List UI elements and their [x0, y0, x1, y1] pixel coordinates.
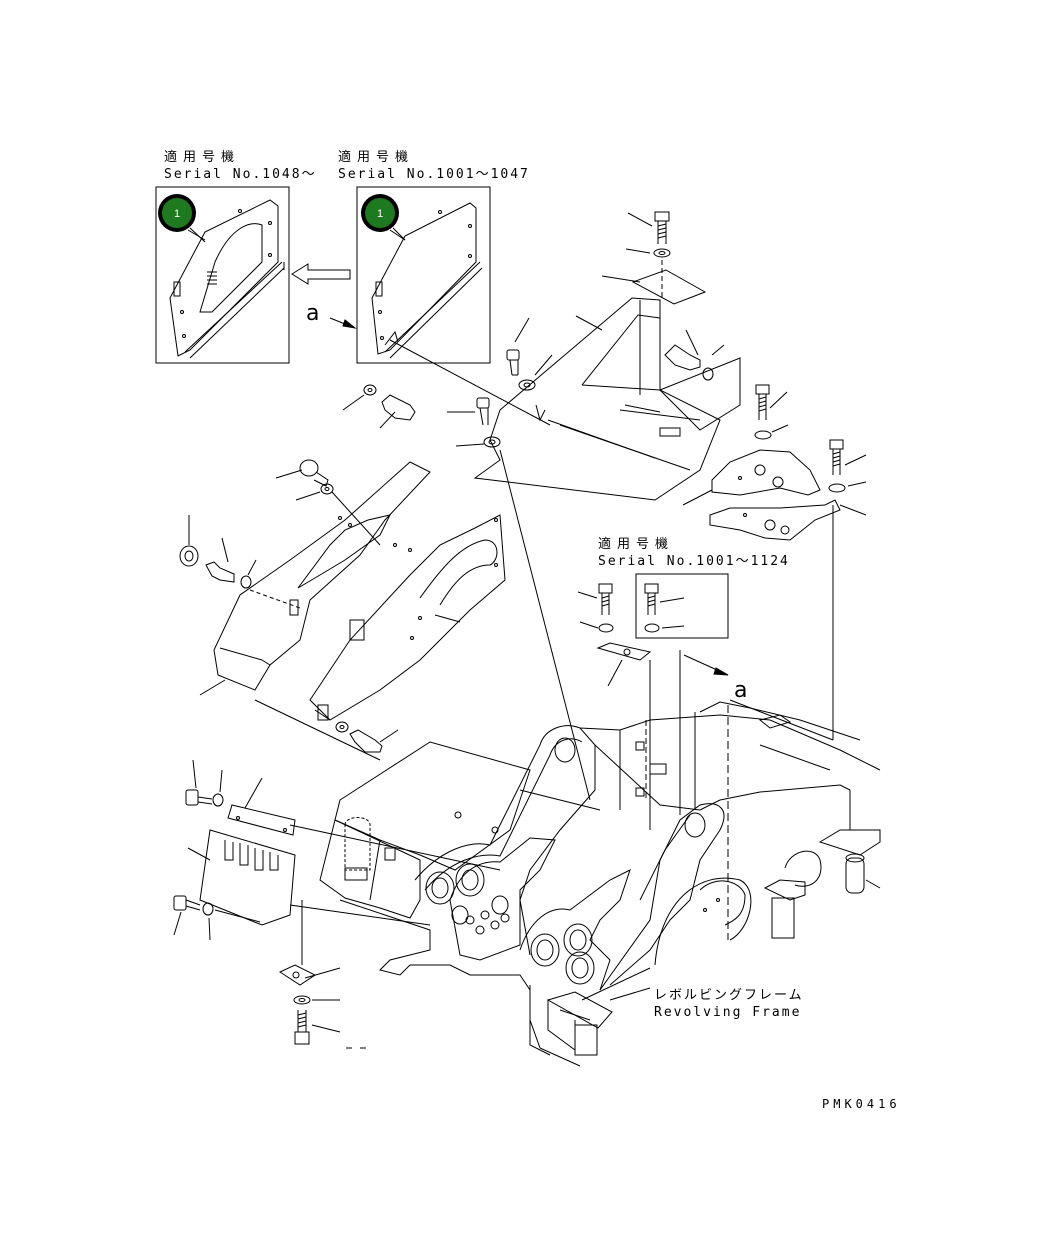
inset2-serial: Serial No.1001～1047: [338, 167, 530, 182]
callout-1-a-label: 1: [174, 208, 180, 220]
drawing-code: PMK0416: [822, 1097, 901, 1111]
top-cover-assembly: [343, 212, 740, 800]
callout-1-a[interactable]: 1: [158, 194, 205, 242]
inset2-title: 適用号機: [338, 150, 415, 165]
frame-label-en: Revolving Frame: [654, 1005, 802, 1020]
inset1-serial: Serial No.1048～: [164, 167, 317, 182]
inset-box-3: [578, 574, 728, 800]
inset1-title: 適用号機: [164, 150, 241, 165]
revolving-frame: [320, 702, 880, 1066]
inset3-serial: Serial No.1001～1124: [598, 554, 790, 569]
view-marker-a-mid: [730, 700, 833, 740]
view-marker-a-top-label: a: [306, 301, 319, 326]
lower-left-plates: [174, 760, 500, 940]
callout-1-b[interactable]: 1: [361, 194, 405, 240]
direction-arrow: [292, 264, 350, 284]
callout-1-b-label: 1: [377, 208, 383, 220]
left-cover-parts: [180, 460, 505, 760]
inset-box-2: [357, 187, 490, 363]
inset3-title: 適用号機: [598, 537, 675, 552]
bottom-bolt-stack: [280, 900, 366, 1048]
frame-label-jp: レボルビングフレーム: [654, 988, 804, 1003]
right-bracket-parts: [683, 385, 866, 740]
inset-box-1: [156, 187, 289, 363]
view-marker-a-top: [330, 318, 550, 425]
view-marker-a-mid-label: a: [734, 678, 747, 703]
